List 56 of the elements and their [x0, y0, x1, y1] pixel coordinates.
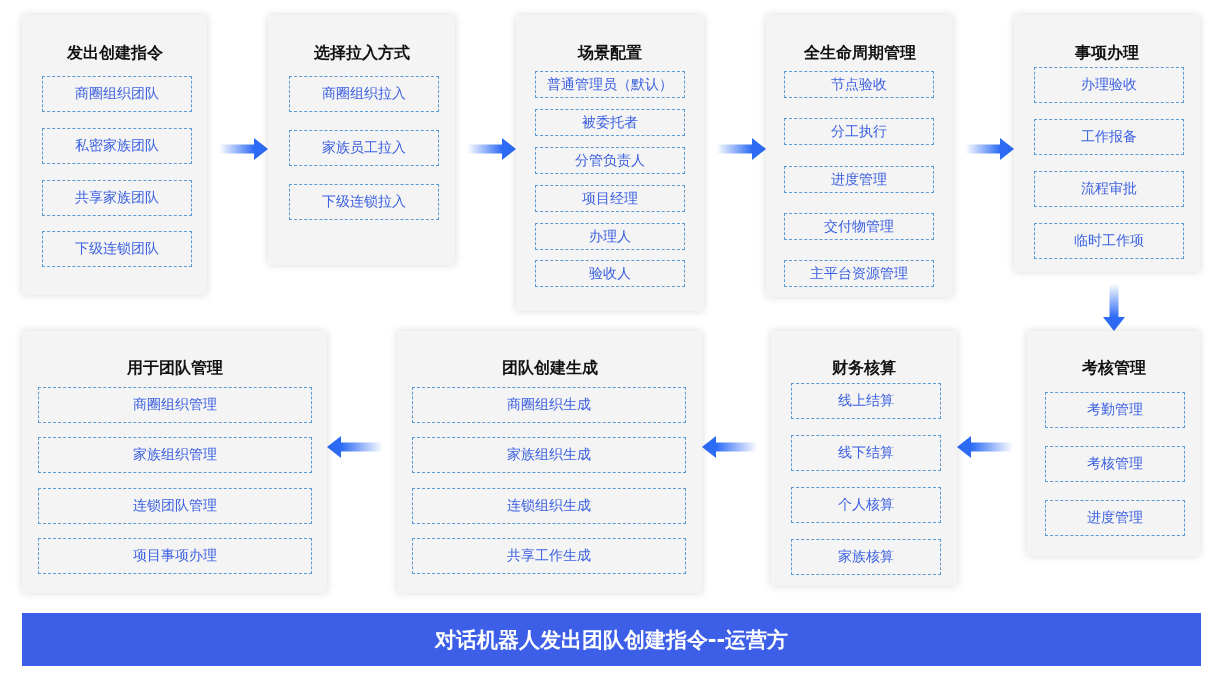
dashed-box: 家族组织生成 — [412, 437, 686, 473]
dashed-box: 连锁组织生成 — [412, 488, 686, 524]
dashed-box: 商圈组织生成 — [412, 387, 686, 423]
dashed-box: 临时工作项 — [1034, 223, 1184, 259]
banner-bar: 对话机器人发出团队创建指令--运营方 — [22, 613, 1201, 666]
panel-title: 全生命周期管理 — [803, 43, 916, 64]
dashed-box: 私密家族团队 — [42, 128, 192, 164]
dashed-box: 考勤管理 — [1045, 392, 1185, 428]
panel-card — [268, 15, 455, 265]
dashed-box: 线下结算 — [791, 435, 941, 471]
panel-title: 团队创建生成 — [501, 358, 598, 379]
dashed-box: 验收人 — [535, 260, 685, 287]
dashed-box: 家族核算 — [791, 539, 941, 575]
dashed-box: 分工执行 — [784, 118, 934, 145]
dashed-box: 下级连锁团队 — [42, 231, 192, 267]
dashed-box: 连锁团队管理 — [38, 488, 312, 524]
dashed-box: 普通管理员（默认） — [535, 71, 685, 98]
dashed-box: 工作报备 — [1034, 119, 1184, 155]
panel-card — [771, 331, 957, 586]
panel-title: 用于团队管理 — [126, 358, 223, 379]
dashed-box: 共享家族团队 — [42, 180, 192, 216]
dashed-box: 商圈组织拉入 — [289, 76, 439, 112]
panel-card — [1014, 15, 1200, 272]
panel-title: 事项办理 — [1075, 43, 1139, 64]
dashed-box: 分管负责人 — [535, 147, 685, 174]
dashed-box: 商圈组织团队 — [42, 76, 192, 112]
dashed-box: 被委托者 — [535, 109, 685, 136]
panel-card — [516, 15, 704, 311]
dashed-box: 商圈组织管理 — [38, 387, 312, 423]
dashed-box: 办理人 — [535, 223, 685, 250]
panel-card — [397, 331, 702, 593]
dashed-box: 线上结算 — [791, 383, 941, 419]
dashed-box: 家族组织管理 — [38, 437, 312, 473]
panel-title: 发出创建指令 — [66, 43, 163, 64]
dashed-box: 下级连锁拉入 — [289, 184, 439, 220]
dashed-box: 项目经理 — [535, 185, 685, 212]
panel-card — [22, 331, 327, 593]
panel-title: 选择拉入方式 — [313, 43, 410, 64]
panel-card — [766, 15, 953, 297]
dashed-box: 进度管理 — [784, 166, 934, 193]
dashed-box: 办理验收 — [1034, 67, 1184, 103]
dashed-box: 共享工作生成 — [412, 538, 686, 574]
dashed-box: 节点验收 — [784, 71, 934, 98]
dashed-box: 个人核算 — [791, 487, 941, 523]
panel-title: 场景配置 — [578, 43, 642, 64]
panel-title: 财务核算 — [832, 358, 896, 379]
dashed-box: 家族员工拉入 — [289, 130, 439, 166]
panel-title: 考核管理 — [1081, 358, 1146, 379]
dashed-box: 进度管理 — [1045, 500, 1185, 536]
panel-card — [22, 15, 207, 295]
dashed-box: 交付物管理 — [784, 213, 934, 240]
dashed-box: 主平台资源管理 — [784, 260, 934, 287]
dashed-box: 项目事项办理 — [38, 538, 312, 574]
panel-card — [1027, 331, 1200, 556]
dashed-box: 考核管理 — [1045, 446, 1185, 482]
dashed-box: 流程审批 — [1034, 171, 1184, 207]
